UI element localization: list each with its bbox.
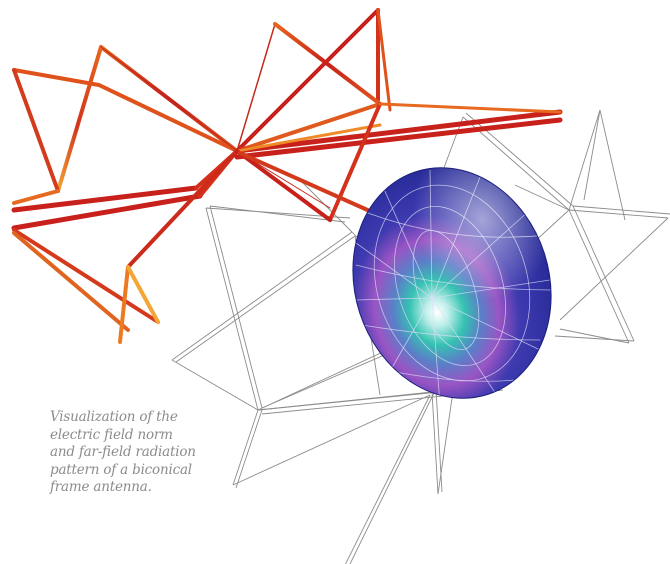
- electric-field-antenna: [11, 8, 563, 344]
- caption-line: electric field norm: [50, 426, 173, 443]
- caption-line: and far-field radiation: [50, 444, 196, 460]
- caption-line: Visualization of the: [50, 409, 178, 425]
- caption-line: frame antenna.: [50, 479, 152, 495]
- figure-caption: Visualization of the electric field norm…: [50, 409, 222, 497]
- radiation-pattern-lobe: [351, 167, 553, 406]
- caption-line: pattern of a biconical: [50, 461, 192, 478]
